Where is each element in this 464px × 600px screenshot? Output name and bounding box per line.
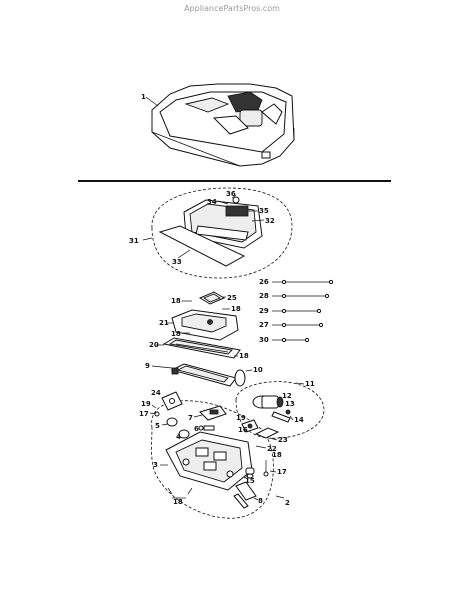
callout-33: 33 (172, 258, 182, 266)
callout-9: 9 (145, 362, 150, 370)
callout-23: 23 (278, 436, 288, 444)
callout-13: 13 (285, 400, 295, 408)
wheel-large[interactable] (178, 429, 190, 439)
axle[interactable] (198, 425, 215, 431)
pedal-switch[interactable] (199, 405, 227, 421)
callout-2: 2 (285, 499, 290, 507)
bumper-strip[interactable] (158, 225, 246, 267)
callout-18-c: 18 (171, 330, 181, 338)
height-adjust-knob[interactable] (241, 419, 259, 433)
callout-3: 3 (153, 461, 158, 469)
base-assembly-group (151, 400, 274, 519)
callout-22: 22 (267, 445, 277, 453)
callout-25: 25 (227, 294, 237, 302)
watermark: AppliancePartsPros.com (184, 4, 280, 13)
drive-belt[interactable] (234, 369, 246, 387)
callout-5: 5 (155, 422, 160, 430)
callout-20: 20 (149, 341, 159, 349)
callout-15: 15 (245, 477, 255, 485)
callout-14: 14 (294, 416, 304, 424)
hood-assembly[interactable] (151, 83, 295, 167)
callout-21: 21 (159, 319, 169, 327)
callout-27: 27 (259, 321, 269, 329)
callout-19-a: 19 (141, 400, 151, 408)
brush-roll-housing[interactable] (162, 337, 241, 359)
motor-subassembly-group (235, 381, 325, 439)
brush-roll[interactable] (170, 363, 237, 387)
callout-17-a: 17 (139, 410, 149, 418)
callout-30: 30 (259, 336, 269, 344)
callout-12: 12 (282, 392, 292, 400)
screws-lower[interactable] (167, 487, 193, 495)
cable-set[interactable] (272, 279, 334, 343)
callout-18-e: 18 (272, 451, 282, 459)
callout-18-b: 18 (231, 305, 241, 313)
callout-19-b: 19 (236, 414, 246, 422)
callout-1: 1 (141, 93, 146, 101)
wheel-small[interactable] (166, 417, 178, 427)
callout-16: 16 (238, 426, 248, 434)
callout-18-d: 18 (239, 352, 249, 360)
callout-18-a: 18 (171, 297, 181, 305)
cord-wrap-bracket[interactable] (161, 391, 183, 411)
callout-34: 34 (207, 198, 217, 206)
callout-11: 11 (305, 380, 315, 388)
callout-24: 24 (151, 389, 161, 397)
latch-plate[interactable] (254, 427, 280, 439)
callout-18-f: 18 (173, 498, 183, 506)
callout-32: 32 (265, 217, 275, 225)
callout-8: 8 (258, 497, 263, 505)
callout-28: 28 (259, 292, 269, 300)
callout-4: 4 (176, 433, 181, 441)
screw-stack[interactable] (263, 460, 269, 477)
callout-36: 36 (226, 190, 236, 198)
callout-17-b: 17 (277, 468, 287, 476)
callout-31: 31 (129, 237, 139, 245)
handle-lever[interactable] (233, 481, 257, 509)
base-plate[interactable] (165, 431, 253, 491)
filter-frame[interactable] (198, 291, 226, 305)
callout-29: 29 (259, 307, 269, 315)
callout-10: 10 (253, 366, 263, 374)
motor[interactable] (252, 395, 291, 423)
callout-6: 6 (194, 425, 199, 433)
callout-26: 26 (259, 278, 269, 286)
nozzle-cover[interactable] (171, 309, 239, 341)
callout-35: 35 (259, 207, 269, 215)
callout-7: 7 (188, 414, 193, 422)
swivel-wheel[interactable] (245, 467, 255, 479)
